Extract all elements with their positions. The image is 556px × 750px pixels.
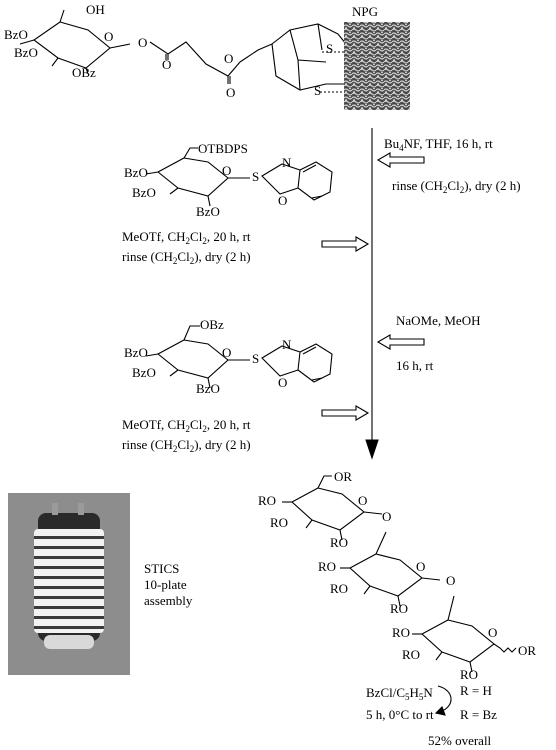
donor1-ring: [145, 147, 250, 207]
donor1-bzo1: BzO: [124, 165, 148, 180]
product-ro3: RO: [330, 535, 349, 550]
open-arrow-step4: [321, 405, 370, 421]
donor2-n: N: [282, 337, 292, 352]
open-arrow-step2: [321, 236, 370, 252]
product-o-d: O: [446, 573, 456, 588]
product-ro1: RO: [258, 493, 277, 508]
top-o5: O: [226, 85, 236, 100]
stics-cylinder: [34, 503, 104, 649]
top-o1: O: [104, 29, 114, 44]
product-ro9: RO: [460, 667, 479, 682]
open-arrow-step3: [376, 334, 425, 350]
stics-photo: [8, 493, 130, 675]
step4-reagents: MeOTf, CH2Cl2, 20 h, rt: [122, 417, 251, 434]
step3-reagents: NaOMe, MeOH: [396, 313, 481, 328]
donor2-bzo1: BzO: [124, 345, 148, 360]
overall-yield: 52% overall: [428, 733, 492, 748]
final-conditions: 5 h, 0°C to rt: [366, 707, 434, 722]
product-ro5: RO: [330, 581, 349, 596]
top-s1: S: [326, 41, 334, 56]
top-bzo-b: BzO: [14, 45, 38, 60]
donor1-bzo2: BzO: [132, 185, 156, 200]
product-ro7: RO: [392, 625, 411, 640]
product-ro2: RO: [270, 515, 289, 530]
open-arrow-step1: [376, 152, 425, 168]
donor2-o-het: O: [278, 375, 288, 390]
r-equals-bz: R = Bz: [460, 707, 497, 722]
top-oh: OH: [86, 2, 105, 17]
step1-rinse: rinse (CH2Cl2), dry (2 h): [392, 178, 521, 195]
final-reagent: BzCl/C5H5N: [366, 685, 433, 702]
stics-caption-line1: STICS: [144, 561, 180, 576]
product-ring-2: [340, 531, 441, 607]
donor1-o-ring: O: [222, 163, 232, 178]
product-o-b: O: [382, 509, 392, 524]
benzoylation-curved-arrow: [437, 685, 452, 713]
product-o-a: O: [358, 493, 368, 508]
donor2-s: S: [252, 351, 260, 366]
product-ring-3: [412, 595, 517, 673]
product-ro8: RO: [402, 647, 421, 662]
step4-rinse: rinse (CH2Cl2), dry (2 h): [122, 437, 251, 454]
donor1-otbdps: OTBDPS: [198, 141, 248, 156]
product-ro4: RO: [318, 559, 337, 574]
donor2-obz: OBz: [200, 317, 224, 332]
donor1-bzo3: BzO: [196, 204, 220, 219]
product-or-top: OR: [334, 469, 353, 484]
npg-label: NPG: [352, 4, 379, 19]
donor1-s: S: [252, 169, 260, 184]
top-glucose-ring: [19, 9, 131, 75]
donor1-benzoxazole: [261, 161, 333, 201]
product-ring-1: [282, 475, 383, 541]
product-o-e: O: [488, 625, 498, 640]
stics-caption-line3: assembly: [144, 593, 193, 608]
donor2-ring: [145, 325, 250, 389]
stics-caption-line2: 10-plate: [144, 577, 187, 592]
succinate-linker: [149, 41, 273, 84]
adamantane-cage: [271, 23, 347, 91]
step2-rinse: rinse (CH2Cl2), dry (2 h): [122, 249, 251, 266]
r-equals-h: R = H: [460, 683, 492, 698]
product-ro6: RO: [390, 601, 409, 616]
donor2-bzo2: BzO: [132, 365, 156, 380]
npg-block: [344, 22, 410, 110]
donor2-bzo3: BzO: [196, 381, 220, 396]
top-s2: S: [314, 83, 322, 98]
top-o4: O: [224, 51, 234, 66]
donor1-o-het: O: [278, 193, 288, 208]
step3-conditions: 16 h, rt: [396, 358, 434, 373]
step2-reagents: MeOTf, CH2Cl2, 20 h, rt: [122, 229, 251, 246]
product-or-anomer: OR: [518, 643, 537, 658]
donor2-o-ring: O: [222, 345, 232, 360]
top-bzo-a: BzO: [4, 27, 28, 42]
top-o2: O: [138, 35, 148, 50]
step1-reagents: Bu4NF, THF, 16 h, rt: [384, 136, 493, 153]
top-obz: OBz: [72, 65, 96, 80]
product-o-c: O: [416, 559, 426, 574]
top-o3: O: [162, 57, 172, 72]
donor1-n: N: [282, 155, 292, 170]
donor2-benzoxazole: [261, 343, 333, 383]
